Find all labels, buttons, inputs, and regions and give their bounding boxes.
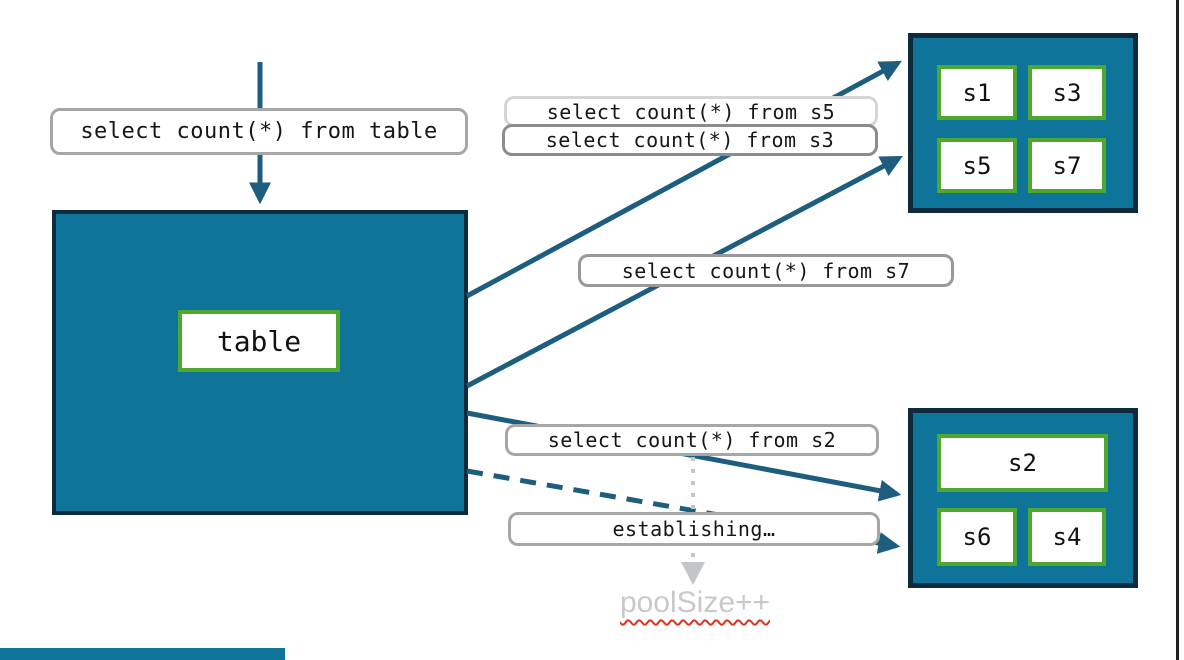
shard-s1: s1 (937, 65, 1017, 120)
shard-s1-label: s1 (962, 78, 992, 107)
query-s7-text: select count(*) from s7 (621, 258, 911, 283)
shard-s5: s5 (937, 138, 1017, 193)
query-s2-text: select count(*) from s2 (547, 428, 837, 452)
establishing-text: establishing… (612, 517, 776, 541)
shard-s7-label: s7 (1052, 151, 1082, 180)
slide-right-edge (1176, 0, 1179, 660)
table-node: table (52, 210, 468, 515)
shard-group-bottom: s2 s6 s4 (908, 408, 1138, 588)
shard-s2-label: s2 (1008, 449, 1037, 477)
shard-s2: s2 (937, 434, 1108, 492)
shard-s6: s6 (937, 508, 1017, 566)
poolsize-label: poolSize++ (600, 586, 790, 620)
query-s5-text: select count(*) from s5 (546, 99, 836, 124)
query-s7-label: select count(*) from s7 (578, 254, 954, 287)
poolsize-arrowhead (681, 562, 705, 585)
query-s3-label: select count(*) from s3 (502, 124, 878, 156)
poolsize-text: poolSize++ (619, 586, 771, 619)
table-node-label: table (216, 324, 302, 358)
table-node-label-box: table (178, 310, 340, 372)
query-table-label: select count(*) from table (50, 108, 468, 155)
query-table-text: select count(*) from table (80, 119, 438, 144)
shard-s4: s4 (1028, 508, 1106, 566)
shard-s3-label: s3 (1052, 78, 1082, 107)
shard-s3: s3 (1028, 65, 1106, 120)
query-s2-label: select count(*) from s2 (505, 424, 879, 456)
shard-group-top: s1 s3 s5 s7 (908, 33, 1138, 213)
query-s5-label: select count(*) from s5 (504, 96, 878, 127)
shard-s6-label: s6 (962, 523, 992, 551)
shard-s5-label: s5 (962, 151, 992, 180)
shard-s7: s7 (1028, 138, 1106, 193)
shard-s4-label: s4 (1052, 523, 1082, 551)
query-s3-text: select count(*) from s3 (545, 128, 835, 152)
bottom-accent-bar (0, 648, 285, 660)
establishing-label: establishing… (508, 512, 880, 546)
